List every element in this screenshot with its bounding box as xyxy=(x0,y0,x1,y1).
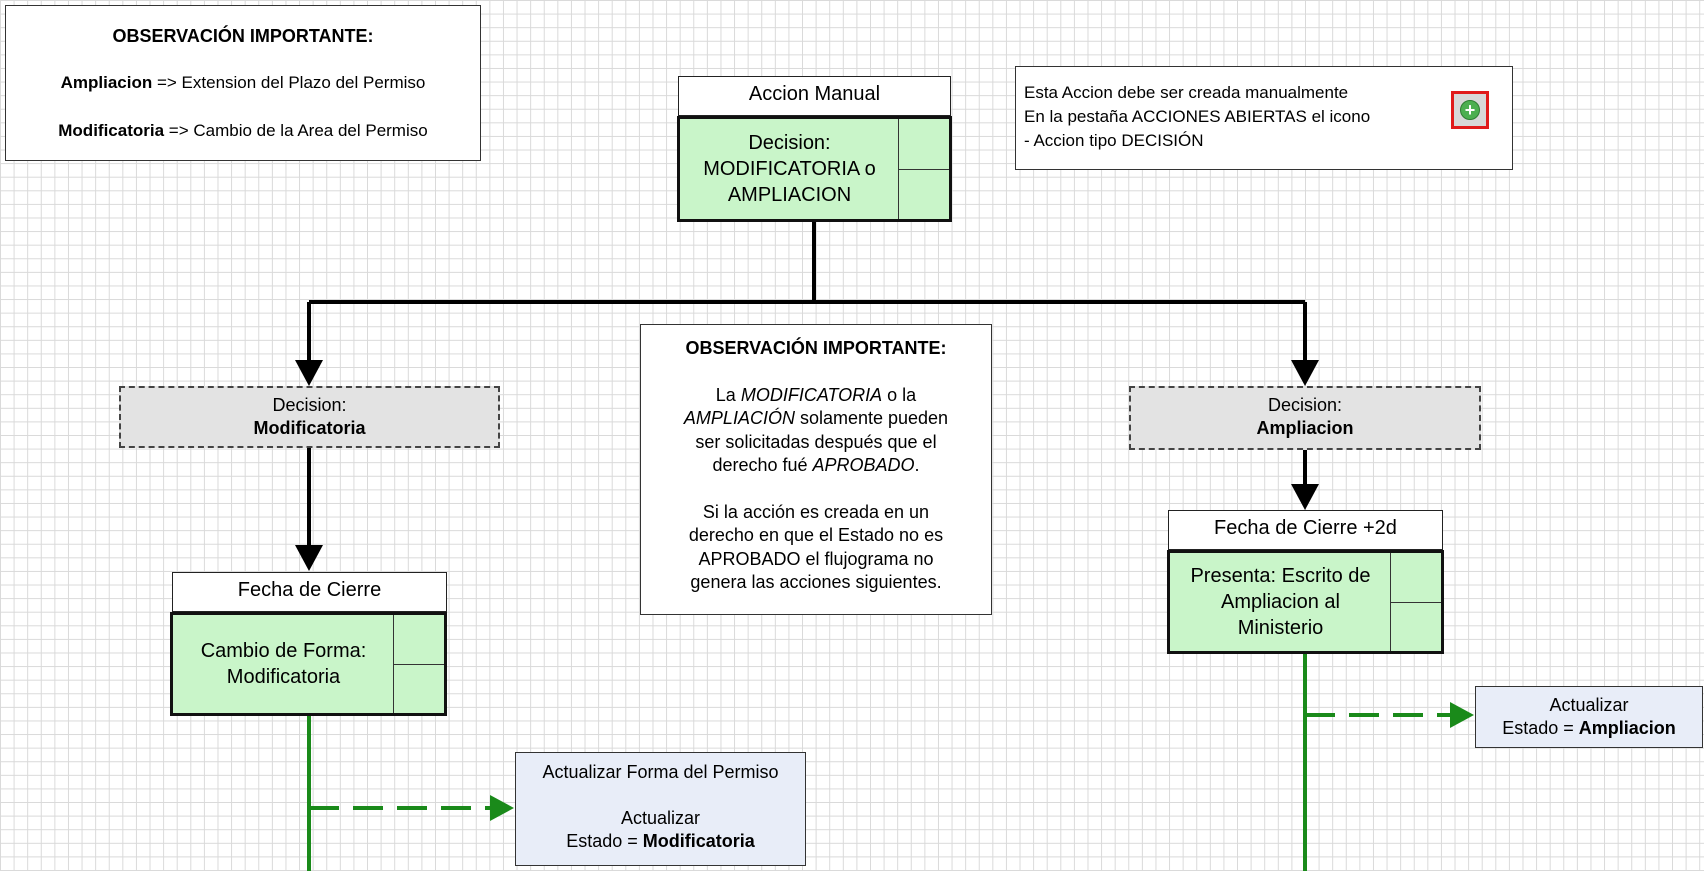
observation-center-p1-line2: AMPLIACIÓN solamente pueden xyxy=(683,408,949,428)
observation-note-center: OBSERVACIÓN IMPORTANTE: La MODIFICATORIA… xyxy=(640,324,992,615)
manual-note-line-1: Esta Accion debe ser creada manualmente xyxy=(1024,83,1349,102)
right-action-line-2: Ampliacion al xyxy=(1221,591,1340,613)
definition-ampliacion-text: => Extension del Plazo del Permiso xyxy=(152,73,426,92)
manual-action-text: Decision: MODIFICATORIA o AMPLIACION xyxy=(680,119,899,219)
decision-label: Decision: xyxy=(1267,395,1343,415)
manual-action-line-1: Decision: xyxy=(748,132,831,154)
update-left-line-2: Actualizar xyxy=(620,808,701,828)
observation-center-p2-line2: derecho en que el Estado no es xyxy=(688,525,944,545)
left-action-box: Cambio de Forma: Modificatoria xyxy=(170,612,447,716)
observation-note-top: OBSERVACIÓN IMPORTANTE: Ampliacion => Ex… xyxy=(5,5,481,161)
arrow-to-ampliacion xyxy=(1291,360,1319,386)
update-box-modificatoria: Actualizar Forma del Permiso Actualizar … xyxy=(515,752,806,866)
left-action-line-2: Modificatoria xyxy=(226,666,341,688)
observation-title: OBSERVACIÓN IMPORTANTE: xyxy=(112,26,374,46)
left-action-text: Cambio de Forma: Modificatoria xyxy=(173,615,394,713)
update-left-line-3: Estado = Modificatoria xyxy=(566,831,755,851)
arrow-to-update-right xyxy=(1450,702,1474,728)
left-action-side-cells xyxy=(393,615,444,713)
observation-center-title: OBSERVACIÓN IMPORTANTE: xyxy=(685,338,947,358)
right-action-line-3: Ministerio xyxy=(1237,617,1324,639)
manual-action-box: Decision: MODIFICATORIA o AMPLIACION xyxy=(677,116,952,222)
definition-modificatoria-text: => Cambio de la Area del Permiso xyxy=(164,121,428,140)
update-box-ampliacion: Actualizar Estado = Ampliacion xyxy=(1475,686,1703,748)
decision-modificatoria: Decision: Modificatoria xyxy=(119,386,500,448)
arrow-to-fecha-cierre xyxy=(295,545,323,571)
observation-center-p1-line4: derecho fué APROBADO. xyxy=(712,455,920,475)
decision-label: Decision: xyxy=(272,395,347,415)
term-modificatoria: Modificatoria xyxy=(58,121,165,140)
right-action-text: Presenta: Escrito de Ampliacion al Minis… xyxy=(1170,553,1391,651)
left-action-line-1: Cambio de Forma: xyxy=(200,640,367,662)
arrow-to-fecha-cierre-2d xyxy=(1291,484,1319,510)
arrow-to-update-left xyxy=(490,795,514,821)
definition-ampliacion: Ampliacion => Extension del Plazo del Pe… xyxy=(6,73,480,93)
update-left-line-1: Actualizar Forma del Permiso xyxy=(542,762,779,782)
add-circle-icon: + xyxy=(1451,91,1489,129)
observation-center-p2-line3: APROBADO el flujograma no xyxy=(698,548,934,569)
observation-center-p2-line1: Si la acción es creada en un xyxy=(702,501,930,522)
observation-center-p1-line3: ser solicitadas después que el xyxy=(695,431,937,452)
term-ampliacion: Ampliacion xyxy=(60,73,153,92)
tree-connector xyxy=(307,222,1307,545)
update-right-line-1: Actualizar xyxy=(1549,695,1629,715)
decision-value: Modificatoria xyxy=(253,418,366,438)
right-action-box: Presenta: Escrito de Ampliacion al Minis… xyxy=(1167,550,1444,654)
manual-note-line-3: - Accion tipo DECISIÓN xyxy=(1024,131,1204,150)
decision-ampliacion: Decision: Ampliacion xyxy=(1129,386,1481,450)
manual-action-header: Accion Manual xyxy=(678,76,951,116)
right-action-line-1: Presenta: Escrito de xyxy=(1190,565,1371,587)
right-action-header: Fecha de Cierre +2d xyxy=(1168,510,1443,550)
manual-action-line-2: MODIFICATORIA o xyxy=(703,158,876,180)
observation-center-p2-line4: genera las acciones siguientes. xyxy=(690,572,942,592)
observation-center-p1-line1: La MODIFICATORIA o la xyxy=(715,384,917,405)
manual-note-line-2: En la pestaña ACCIONES ABIERTAS el icono xyxy=(1024,107,1371,126)
definition-modificatoria: Modificatoria => Cambio de la Area del P… xyxy=(6,121,480,141)
arrow-to-modificatoria xyxy=(295,360,323,386)
right-action-side-cells xyxy=(1390,553,1441,651)
decision-value: Ampliacion xyxy=(1256,418,1354,438)
manual-creation-note: Esta Accion debe ser creada manualmente … xyxy=(1015,66,1513,170)
left-action-header: Fecha de Cierre xyxy=(172,572,447,612)
manual-action-line-3: AMPLIACION xyxy=(727,184,852,206)
update-right-line-2: Estado = Ampliacion xyxy=(1502,718,1676,738)
manual-action-side-cells xyxy=(898,119,949,219)
